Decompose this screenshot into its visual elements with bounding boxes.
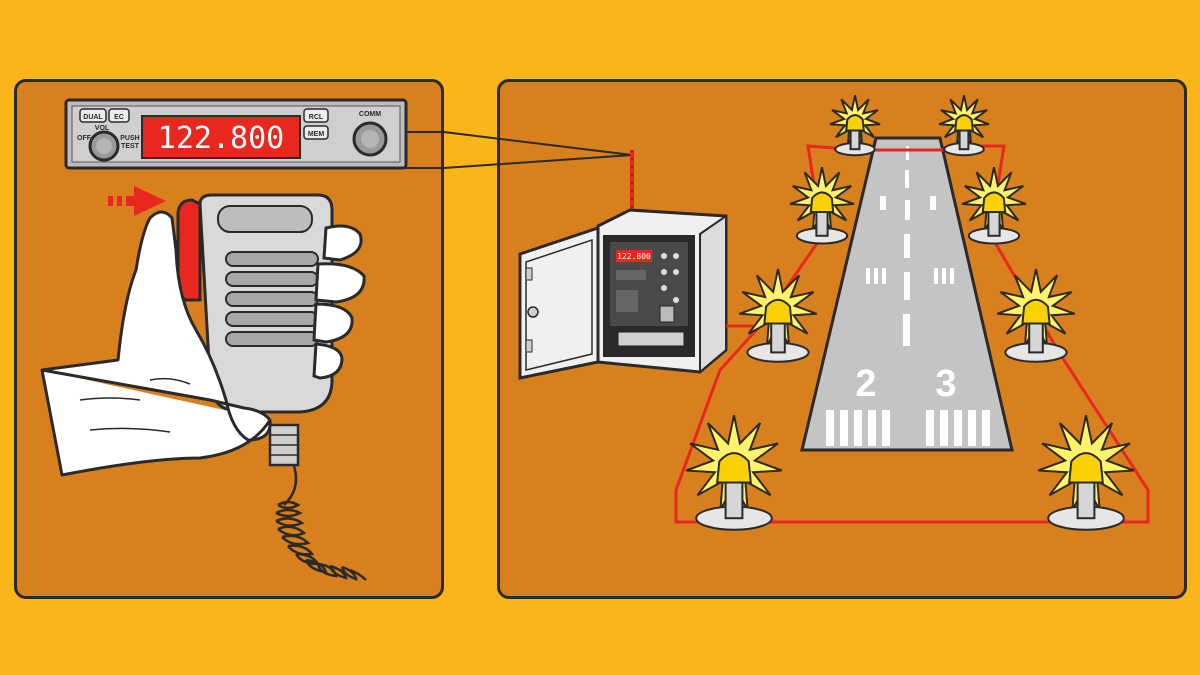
callout-line — [405, 131, 633, 169]
runway-light-icon — [1037, 415, 1135, 531]
volume-knob[interactable] — [88, 130, 120, 162]
frequency-display — [141, 115, 301, 159]
svg-text:EC: EC — [114, 114, 124, 121]
pilot-controlled-lighting-box: 122.800 — [518, 150, 728, 380]
runway-light-icon — [961, 166, 1027, 245]
hand — [40, 210, 366, 477]
runway-light-icon — [938, 95, 990, 157]
vol-label: VOL — [95, 125, 110, 132]
microphone — [176, 193, 334, 414]
comm-radio: DUAL EC RCL MEM VOL OFF PUSH TEST COMM — [64, 98, 408, 170]
arrow-right-icon — [108, 186, 166, 216]
runway-lights — [685, 95, 1135, 531]
box-door[interactable] — [518, 225, 600, 380]
off-label: OFF — [77, 135, 92, 142]
controller-frequency: 122.800 — [617, 252, 651, 261]
mem-button[interactable]: MEM — [303, 125, 329, 140]
runway-light-icon — [829, 95, 881, 157]
svg-text:RCL: RCL — [309, 114, 324, 121]
dual-button[interactable]: DUAL — [79, 108, 107, 123]
frequency-readout: 122.800 — [158, 121, 284, 156]
runway-light-icon — [685, 415, 783, 531]
svg-text:MEM: MEM — [308, 131, 325, 138]
runway-light-icon — [789, 166, 855, 245]
svg-text:DUAL: DUAL — [83, 114, 103, 121]
runway-number-right: 3 — [935, 363, 956, 405]
comm-knob[interactable] — [352, 121, 388, 157]
controller-display — [616, 250, 652, 262]
runway-light-icon — [996, 268, 1076, 363]
push-label: PUSH — [120, 135, 139, 142]
ec-button[interactable]: EC — [108, 108, 130, 123]
runway-light-icon — [738, 268, 818, 363]
comm-label: COMM — [359, 111, 381, 118]
runway: 2 3 — [800, 136, 1014, 452]
runway-number-left: 2 — [855, 363, 876, 405]
test-label: TEST — [121, 143, 140, 150]
rcl-button[interactable]: RCL — [303, 108, 329, 123]
